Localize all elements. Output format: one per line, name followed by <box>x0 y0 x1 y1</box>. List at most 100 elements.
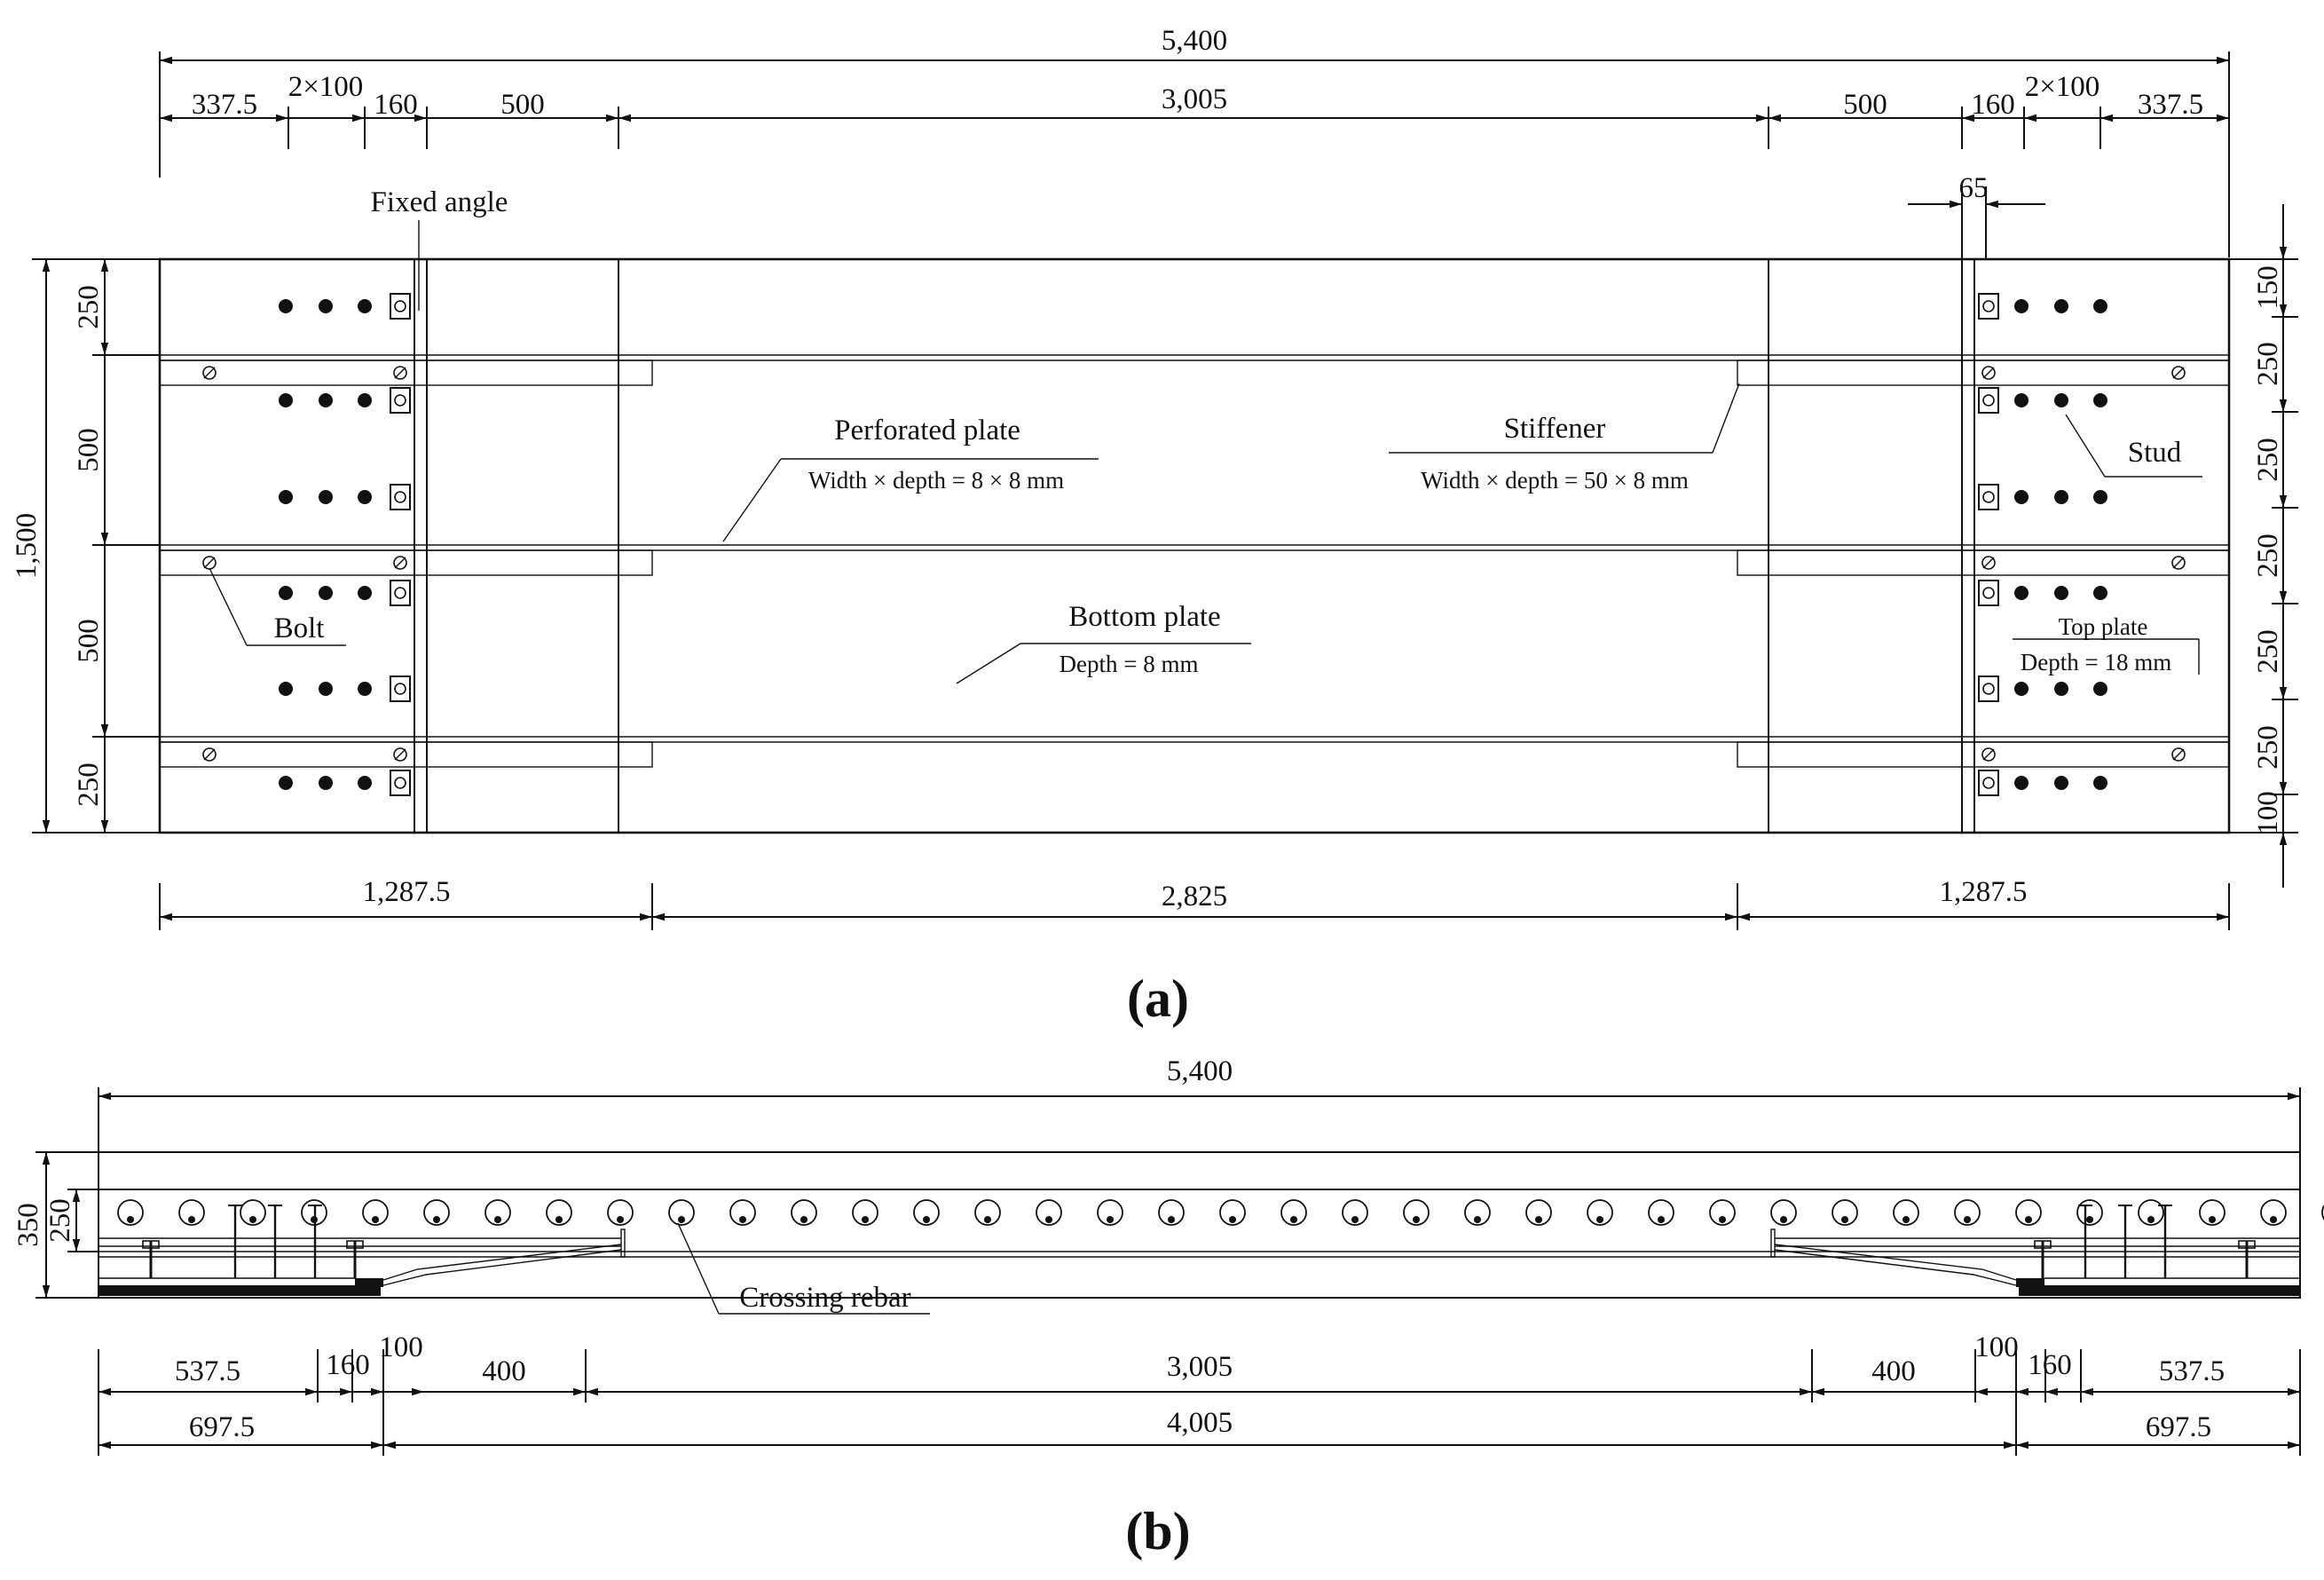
elev-bolt-head <box>346 1240 364 1249</box>
crossing-rebar <box>178 1199 205 1226</box>
elevation-structure <box>98 1151 2301 1299</box>
dim-250-right-5: 250 <box>2252 725 2284 770</box>
stud <box>279 393 293 407</box>
plan-plates <box>158 257 2231 834</box>
dim-1287-left: 1,287.5 <box>363 876 451 908</box>
stud <box>279 299 293 313</box>
stud <box>2014 299 2029 313</box>
angle-bolt <box>394 683 406 695</box>
label-crossing-rebar: Crossing rebar <box>739 1282 910 1314</box>
rebar-dot <box>1107 1216 1114 1223</box>
rebar-dot <box>1658 1216 1665 1223</box>
crossing-rebar <box>1954 1199 1981 1226</box>
label-stiffener: Stiffener <box>1504 413 1606 445</box>
dim-250-right-1: 250 <box>2252 342 2284 386</box>
elev-bolt-head <box>142 1240 160 1249</box>
dim-160-elev-left: 160 <box>326 1349 370 1381</box>
elevation-texts: 5,400 350 250 537.5 160 100 400 3,005 40… <box>12 1055 2225 1560</box>
stud <box>319 682 333 696</box>
bolt-mark <box>203 367 216 379</box>
bolt-mark <box>394 557 406 569</box>
bolt <box>393 366 407 380</box>
label-stiffener-spec: Width × depth = 50 × 8 mm <box>1421 467 1689 494</box>
label-bottom-plate: Bottom plate <box>1068 601 1220 633</box>
crossing-rebar <box>1587 1199 1613 1226</box>
bolt-mark <box>1982 557 1995 569</box>
bolt-mark <box>2172 748 2185 761</box>
dim-250-right-2: 250 <box>2252 438 2284 482</box>
rebar-dot <box>739 1216 746 1223</box>
dim-100-elev-left: 100 <box>379 1331 423 1363</box>
fixed-angle <box>390 387 411 414</box>
rebar-dot <box>800 1216 807 1223</box>
dim-250-right-4: 250 <box>2252 629 2284 674</box>
fixed-angle <box>390 293 411 320</box>
bolt-mark <box>2172 367 2185 379</box>
dim-400-right: 400 <box>1871 1355 1916 1387</box>
stud <box>2054 490 2068 504</box>
bolt-mark <box>2172 557 2185 569</box>
crossing-rebar <box>240 1199 266 1226</box>
rebar-dot <box>1964 1216 1971 1223</box>
rebar-dot <box>617 1216 624 1223</box>
dim-3005: 3,005 <box>1162 83 1227 115</box>
stud <box>358 299 372 313</box>
crossing-rebar <box>2138 1199 2164 1226</box>
rebar-dot <box>1045 1216 1052 1223</box>
rebar-dot <box>2147 1216 2155 1223</box>
stud <box>279 776 293 790</box>
bolt-mark <box>394 367 406 379</box>
crossing-rebar <box>1770 1199 1797 1226</box>
fixed-angle <box>1978 770 1999 796</box>
dim-160-left: 160 <box>374 89 418 121</box>
stud <box>2093 490 2107 504</box>
rebar-dot <box>1351 1216 1359 1223</box>
fixed-angle <box>390 675 411 702</box>
stud <box>2093 682 2107 696</box>
stud <box>279 682 293 696</box>
crossing-rebar <box>852 1199 878 1226</box>
stud-group <box>279 293 2107 796</box>
dim-337-left: 337.5 <box>192 89 257 121</box>
stud <box>2093 299 2107 313</box>
elev-bolt-head <box>2238 1240 2256 1249</box>
crossing-rebar <box>791 1199 817 1226</box>
crossing-rebar <box>546 1199 572 1226</box>
stud <box>319 586 333 600</box>
crossing-rebar <box>1158 1199 1185 1226</box>
dim-537-right: 537.5 <box>2159 1355 2225 1387</box>
bolt <box>393 556 407 570</box>
bolt <box>1981 556 1996 570</box>
fixed-angle <box>1978 580 1999 606</box>
stud <box>319 776 333 790</box>
angle-bolt <box>1982 394 1995 407</box>
rebar-dot <box>372 1216 379 1223</box>
elevation-dimension-lines <box>35 1087 2301 1456</box>
dim-250-left-top: 250 <box>73 285 105 329</box>
plan-view: 5,400 337.5 2×100 160 500 3,005 500 160 … <box>11 25 2298 1028</box>
rebar-dot <box>188 1216 195 1223</box>
crossing-rebar <box>362 1199 389 1226</box>
rebar-dot <box>1229 1216 1236 1223</box>
rebar-dot <box>433 1216 440 1223</box>
end-plate-left <box>98 1285 381 1296</box>
angle-bolt <box>394 394 406 407</box>
crossing-rebar <box>423 1199 450 1226</box>
rebar-dot <box>2025 1216 2032 1223</box>
label-stud: Stud <box>2128 437 2182 469</box>
crossing-rebar <box>913 1199 940 1226</box>
caption-a: (a) <box>1127 969 1189 1028</box>
dim-4005: 4,005 <box>1167 1407 1233 1439</box>
label-bolt: Bolt <box>274 612 325 644</box>
bolt <box>1981 366 1996 380</box>
rebar-dot <box>862 1216 869 1223</box>
stud <box>2054 776 2068 790</box>
bolt <box>1981 747 1996 762</box>
crossing-rebar <box>2321 1205 2324 1221</box>
dim-537-left: 537.5 <box>175 1355 240 1387</box>
crossing-rebar <box>1097 1199 1123 1226</box>
crossing-rebar <box>668 1199 695 1226</box>
dim-500-left-a: 500 <box>73 428 105 472</box>
dim-500-right: 500 <box>1843 89 1887 121</box>
